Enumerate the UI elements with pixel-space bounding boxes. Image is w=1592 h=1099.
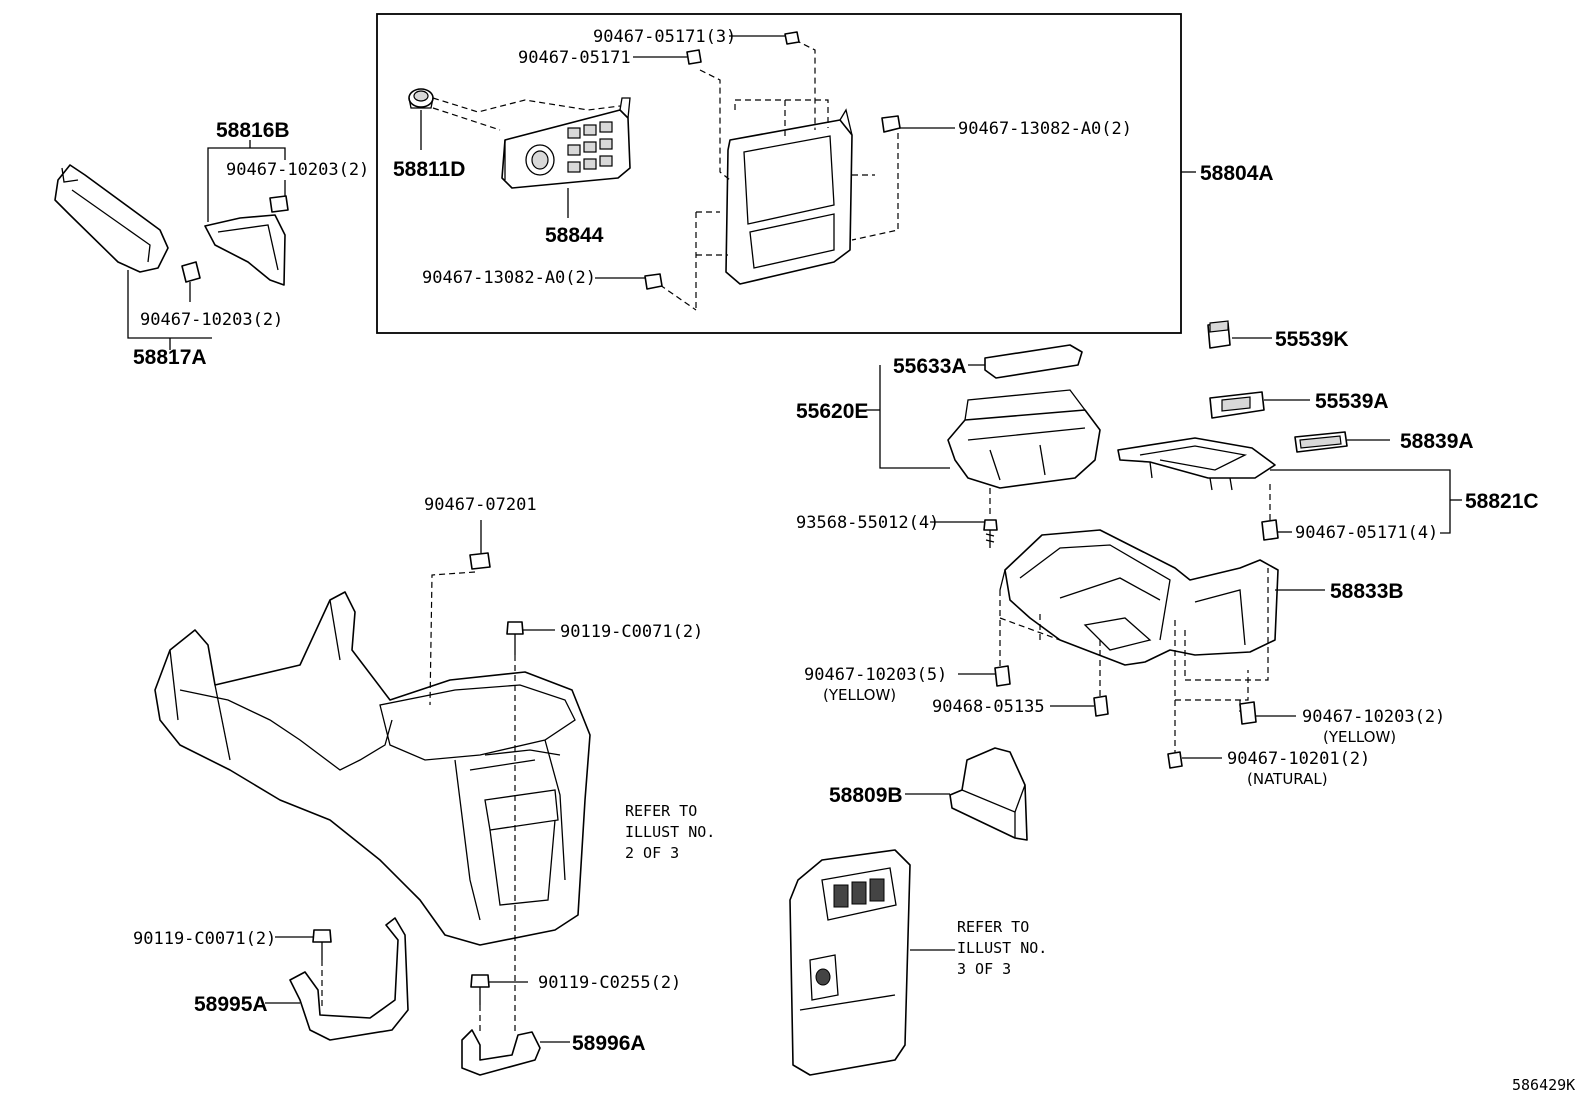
part-label: 58809B	[829, 784, 903, 807]
clip-icon	[269, 195, 289, 213]
fastener-label: 90467-05171(4)	[1295, 523, 1438, 543]
fastener-label: 90467-13082-A0(2)	[958, 119, 1132, 139]
fastener-label: 90119-C0071(2)	[133, 929, 276, 949]
color-note: (YELLOW)	[823, 686, 896, 704]
insert-58809b	[949, 747, 1028, 841]
part-label: 55539K	[1275, 328, 1349, 351]
part-label: 58821C	[1465, 490, 1539, 513]
reference-note: 3 OF 3	[957, 960, 1011, 978]
fastener-label: 90467-10203(2)	[226, 160, 369, 180]
clip-icon	[469, 552, 491, 570]
color-note: (NATURAL)	[1247, 770, 1328, 788]
switch-55539k	[1207, 320, 1231, 349]
fastener-label: 90119-C0255(2)	[538, 973, 681, 993]
part-label: 58995A	[194, 993, 268, 1016]
bracket-58996a	[461, 1029, 541, 1076]
reference-note: ILLUST NO.	[625, 823, 715, 841]
fastener-label: 90467-10201(2)	[1227, 749, 1370, 769]
inset-frame	[376, 13, 1182, 334]
switch-55539a	[1209, 391, 1265, 419]
part-label: 55620E	[796, 400, 868, 423]
knob-58811d	[408, 88, 434, 150]
part-label: 58811D	[393, 158, 465, 181]
fastener-label: 90467-05171(3)	[593, 27, 736, 47]
part-label: 58839A	[1400, 430, 1474, 453]
main-console	[154, 591, 591, 946]
tray-55620e	[947, 389, 1101, 489]
bezel-58804a	[725, 108, 853, 285]
fastener-label: 90467-13082-A0(2)	[422, 268, 596, 288]
fastener-label: 90468-05135	[932, 697, 1045, 717]
fastener-label: 93568-55012(4)	[796, 513, 939, 533]
fastener-label: 90467-07201	[424, 495, 537, 515]
fastener-label: 90119-C0071(2)	[560, 622, 703, 642]
bolt-icon	[470, 974, 490, 1005]
box-58833b	[999, 529, 1279, 666]
part-label: 55539A	[1315, 390, 1389, 413]
rear-panel	[789, 849, 911, 1076]
part-label: 55633A	[893, 355, 967, 378]
panel-58816b	[204, 214, 286, 286]
part-label: 58816B	[216, 119, 290, 142]
clip-icon	[644, 31, 901, 290]
lid-55633a	[984, 344, 1083, 379]
trim-58821c	[1117, 437, 1276, 491]
reference-note: REFER TO	[625, 802, 697, 820]
reference-note: ILLUST NO.	[957, 939, 1047, 957]
part-label: 58844	[545, 224, 604, 247]
part-label: 58833B	[1330, 580, 1404, 603]
fastener-label: 90467-05171	[518, 48, 631, 68]
part-label: 58804A	[1200, 162, 1274, 185]
fastener-label: 90467-10203(2)	[140, 310, 283, 330]
clip-icon	[994, 665, 1257, 769]
bolt-icon	[506, 621, 524, 655]
reference-note: 2 OF 3	[625, 844, 679, 862]
part-label: 58996A	[572, 1032, 646, 1055]
switch-58839a	[1294, 431, 1348, 453]
clip-icon	[181, 261, 201, 283]
panel-58817a	[54, 164, 169, 273]
reference-note: REFER TO	[957, 918, 1029, 936]
diagram-id: 586429K	[1512, 1076, 1575, 1094]
clip-icon	[1261, 519, 1279, 541]
switch-panel-58844	[501, 97, 631, 218]
fastener-label: 90467-10203(5)	[804, 665, 947, 685]
bracket-58995a	[289, 917, 409, 1041]
color-note: (YELLOW)	[1323, 728, 1396, 746]
part-label: 58817A	[133, 346, 207, 369]
fastener-label: 90467-10203(2)	[1302, 707, 1445, 727]
bolt-icon	[312, 929, 332, 960]
screw-icon	[983, 519, 998, 548]
